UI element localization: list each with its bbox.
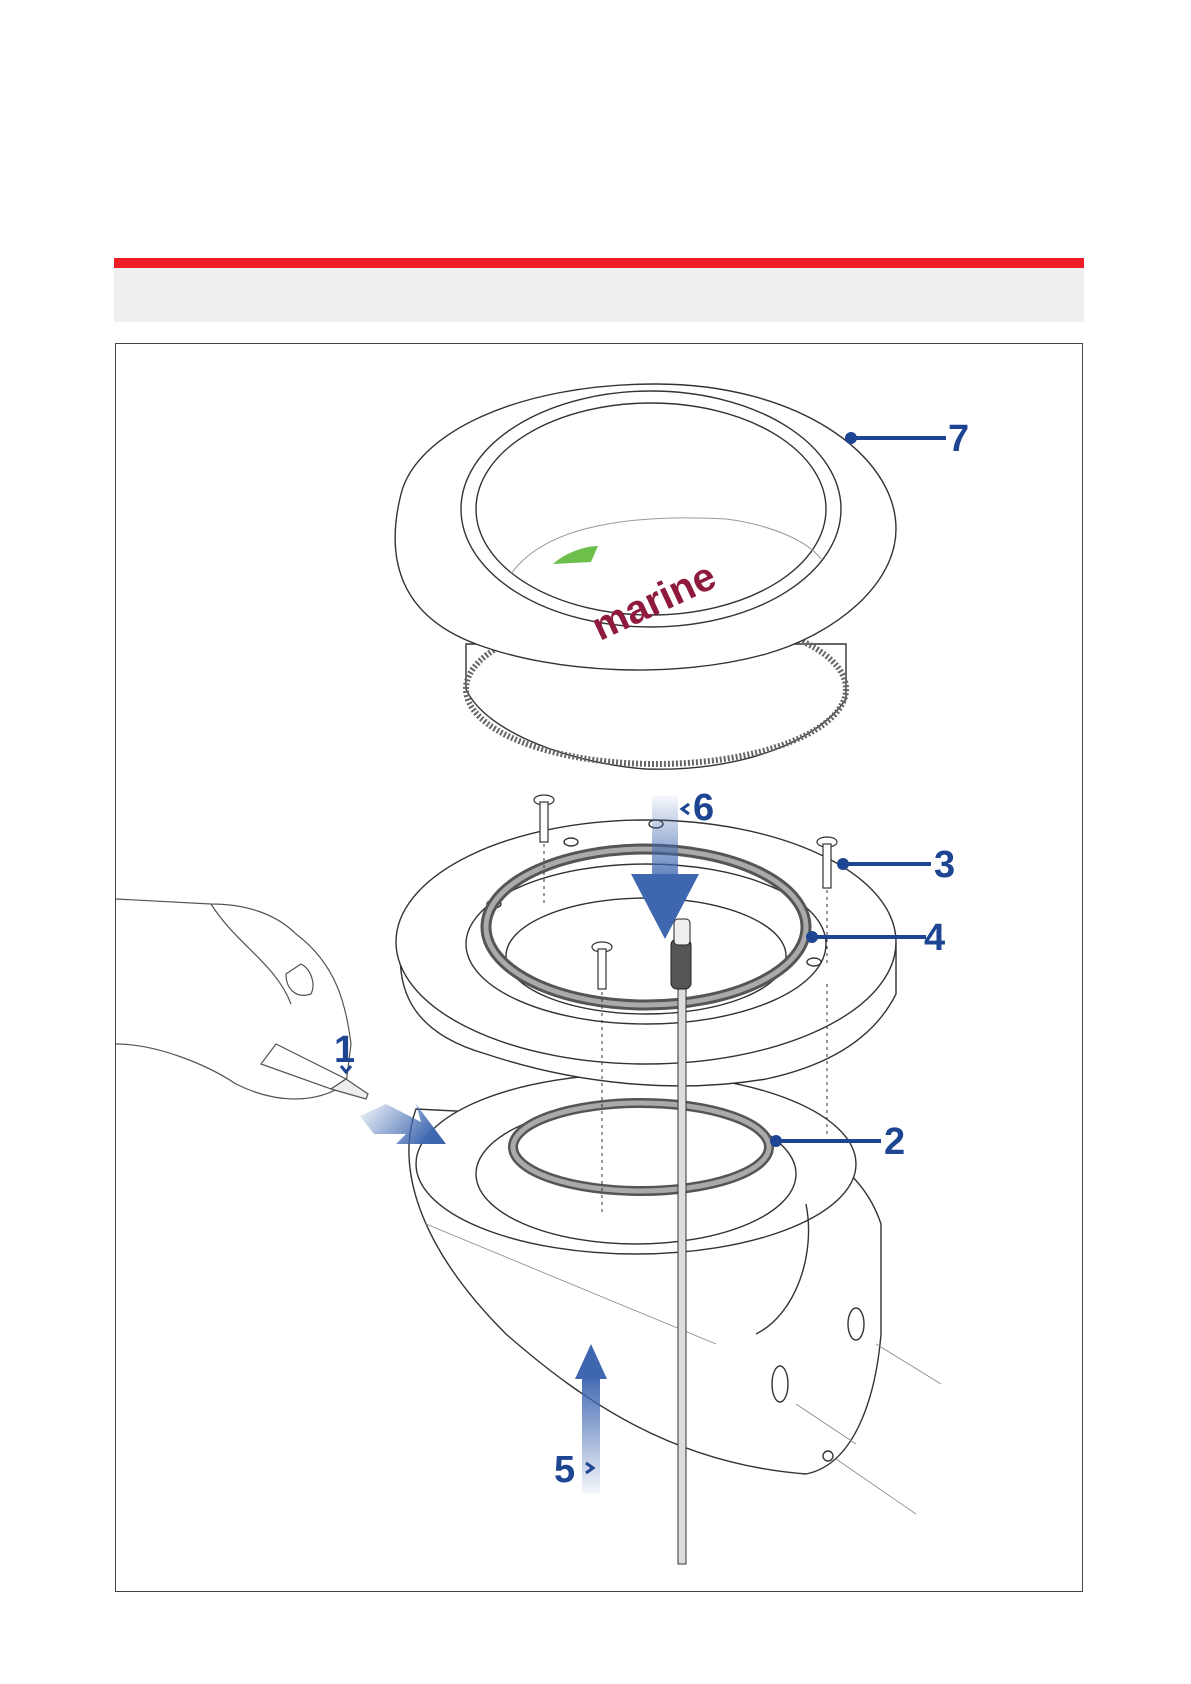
- callout-7: 7: [948, 418, 969, 460]
- hand-with-screwdriver: [116, 899, 368, 1099]
- callout-2: 2: [884, 1121, 905, 1163]
- instrument-unit: marine: [395, 384, 896, 769]
- diagram-frame: marine: [115, 343, 1083, 1592]
- installation-diagram: marine: [116, 344, 1083, 1592]
- callout-6: 6: [693, 787, 714, 829]
- callout-3: 3: [934, 844, 955, 886]
- callout-4: 4: [924, 917, 945, 959]
- header-gray-band: [114, 268, 1084, 322]
- mounting-bracket: [396, 820, 896, 1086]
- callout-5: 5: [554, 1449, 575, 1491]
- callout-1: 1: [334, 1029, 355, 1071]
- header-red-rule: [114, 258, 1084, 268]
